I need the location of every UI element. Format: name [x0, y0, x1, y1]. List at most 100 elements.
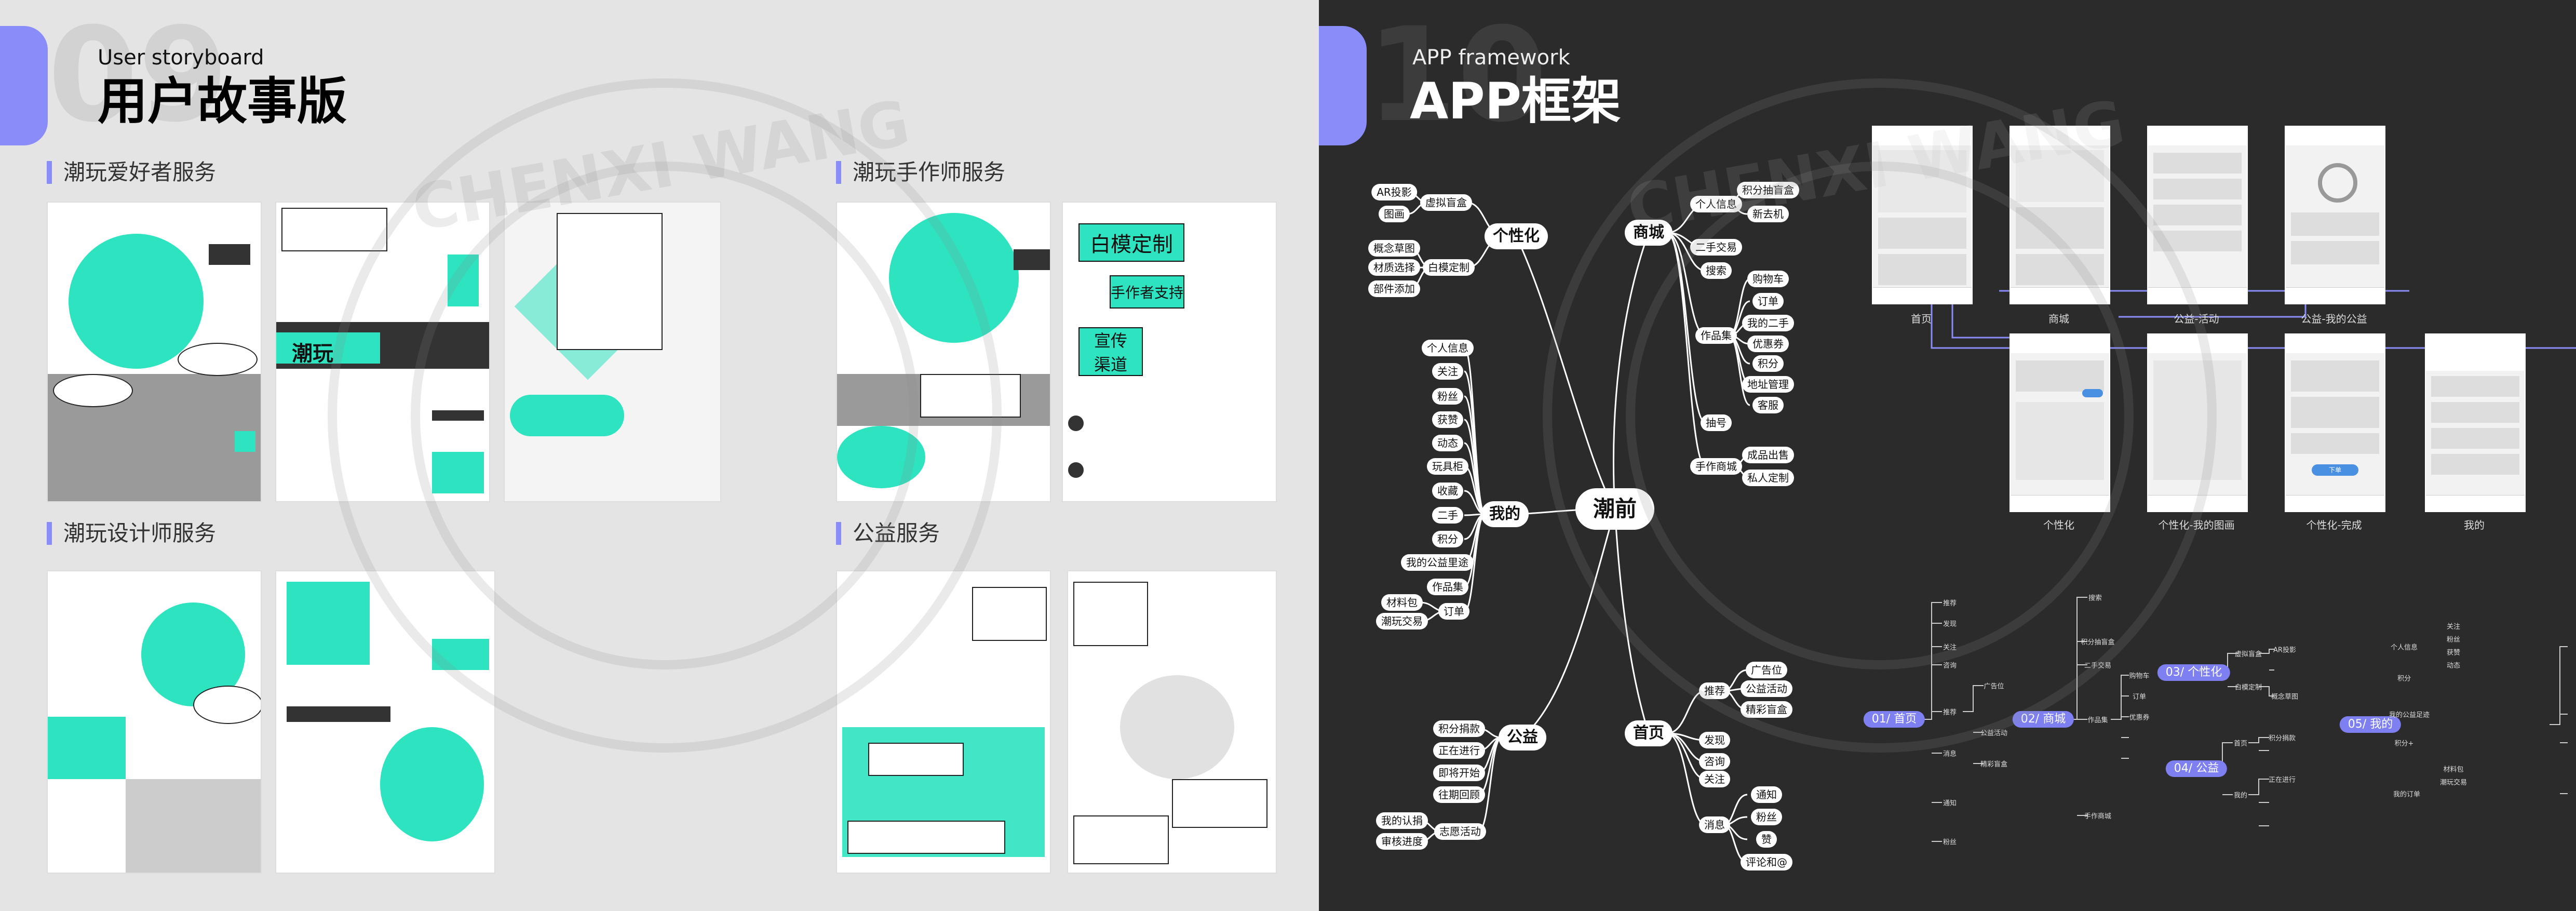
mindmap-node: 积分	[1432, 531, 1463, 547]
screen-caption: 公益-活动	[2174, 313, 2219, 325]
storyboard-panel: 白模定制 手作者支持 宣传 渠道	[1062, 202, 1277, 502]
storyboard-panel	[836, 202, 1051, 502]
screen-caption: 公益-我的公益	[2301, 313, 2367, 325]
mindmap-node: 积分捐款	[1433, 720, 1485, 737]
flow-detail: 潮玩交易	[2439, 779, 2467, 787]
mindmap-node: 关注	[1699, 771, 1730, 787]
mindmap-node: 虚拟盲盒	[1420, 194, 1472, 211]
flow-detail: 我的订单	[2393, 791, 2421, 799]
mindmap-node: 消息	[1699, 816, 1730, 833]
section-label: 潮玩设计师服务	[63, 520, 217, 546]
mindmap-root: 潮前	[1575, 488, 1655, 530]
page-subtitle: APP framework	[1412, 46, 1570, 70]
mindmap-node: 新去机	[1747, 206, 1789, 222]
mindmap-node: 订单	[1438, 603, 1469, 620]
section-number: 10	[1367, 0, 1547, 151]
order-button[interactable]: 下单	[2312, 464, 2358, 476]
storyboard-panel: 潮玩	[275, 202, 490, 502]
mindmap-node: 收藏	[1432, 483, 1463, 499]
storyboard-panel	[47, 202, 262, 502]
section-label: 潮玩手作师服务	[853, 159, 1006, 185]
flow-node-charity: 04/ 公益	[2165, 760, 2228, 777]
mindmap-node: 积分	[1752, 355, 1784, 372]
section-bar	[47, 161, 52, 184]
mindmap-node: 公益活动	[1741, 680, 1792, 697]
mindmap-node: 材质选择	[1368, 259, 1420, 276]
branch-node: 我的	[1481, 501, 1529, 527]
mindmap-node: 二手交易	[1690, 239, 1742, 256]
section-label: 潮玩爱好者服务	[63, 159, 217, 185]
mindmap-node: 动态	[1432, 435, 1463, 451]
mindmap-node: 地址管理	[1742, 376, 1794, 393]
screen-thumbnail	[2425, 333, 2526, 512]
flow-detail: 积分捐款	[2268, 734, 2296, 743]
screen-thumbnail	[2009, 333, 2110, 512]
mindmap-node: 粉丝	[1432, 388, 1463, 405]
flow-detail: 推荐	[1943, 708, 1957, 717]
mindmap-node: 我的认捐	[1376, 812, 1428, 829]
branch-node: 首页	[1625, 720, 1673, 746]
flow-detail: 通知	[1943, 799, 1957, 808]
flow-detail: 关注	[2446, 623, 2461, 631]
mindmap-node: 粉丝	[1751, 809, 1782, 825]
mindmap-node: 个人信息	[1422, 340, 1474, 356]
mindmap-node: 材料包	[1381, 594, 1423, 611]
flow-detail: 手作商城	[2084, 812, 2112, 821]
mindmap-node: 抽号	[1701, 414, 1732, 431]
mindmap-node: 图画	[1379, 206, 1410, 222]
screen-thumbnail	[2147, 126, 2248, 304]
screen-thumbnail	[1872, 126, 1973, 304]
flow-detail: 积分+	[2394, 740, 2414, 748]
flow-detail: 白模定制	[2234, 684, 2262, 692]
section-bar	[836, 161, 841, 184]
flow-detail: 订单	[2132, 693, 2147, 701]
flow-detail: 粉丝	[1943, 838, 1957, 847]
mindmap-node: 推荐	[1699, 682, 1730, 699]
flow-detail: 积分抽盲盒	[2081, 638, 2115, 647]
screen-caption: 商城	[2048, 313, 2069, 325]
flow-detail: 正在进行	[2268, 776, 2296, 784]
comic-text: 潮玩	[292, 342, 333, 366]
flow-detail: 我的	[2233, 792, 2248, 800]
screen-thumbnail	[2285, 126, 2385, 304]
mindmap-node: 我的二手	[1742, 315, 1794, 331]
flow-node-home: 01/ 首页	[1863, 711, 1925, 728]
flow-detail: AR投影	[2273, 646, 2296, 654]
section-bar	[836, 522, 841, 545]
flow-node-custom: 03/ 个性化	[2157, 664, 2231, 681]
mindmap-node: 发现	[1699, 732, 1730, 748]
flow-detail: 我的公益足迹	[2389, 711, 2430, 719]
flow-detail: 积分	[2397, 675, 2411, 683]
flow-detail: 公益活动	[1980, 729, 2008, 738]
comic-text-artist-support: 手作者支持	[1110, 275, 1184, 309]
flow-detail: 购物车	[2129, 672, 2150, 680]
section-bar	[47, 522, 52, 545]
flow-detail: 广告位	[1984, 682, 2004, 691]
storyboard-page: 09 User storyboard 用户故事版 潮玩爱好者服务 潮玩手作师服务…	[0, 0, 1319, 911]
flow-detail: 获赞	[2446, 649, 2461, 657]
mindmap-node: 往期回顾	[1433, 786, 1485, 803]
mindmap-node: 个人信息	[1690, 196, 1742, 212]
mindmap-node: 作品集	[1427, 579, 1468, 595]
mindmap-node: 二手	[1432, 507, 1463, 524]
flow-detail: 优惠券	[2129, 714, 2150, 722]
screen-caption: 个性化	[2043, 519, 2074, 531]
mindmap-node: 赞	[1756, 831, 1777, 848]
app-framework-page: 10 APP framework APP框架	[1319, 0, 2576, 911]
flow-detail: 关注	[1943, 644, 1957, 652]
comic-text-white-model: 白模定制	[1078, 223, 1184, 262]
mindmap-node: 订单	[1752, 293, 1784, 310]
mindmap-node: 评论和@	[1741, 854, 1792, 870]
mindmap-node: 潮玩交易	[1376, 613, 1428, 629]
flow-detail: 个人信息	[2390, 644, 2418, 652]
branch-node: 商城	[1625, 220, 1673, 246]
mindmap-node: 精彩盲盒	[1741, 701, 1792, 718]
storyboard-panel	[1067, 570, 1277, 874]
screen-caption: 个性化-完成	[2306, 519, 2362, 531]
flow-detail: 动态	[2446, 662, 2461, 670]
flow-detail: 粉丝	[2446, 636, 2461, 644]
flow-node-mine: 05/ 我的	[2339, 716, 2402, 733]
page-subtitle: User storyboard	[98, 46, 264, 70]
mindmap-node: 获赞	[1432, 411, 1463, 428]
mindmap-node: 购物车	[1747, 271, 1789, 287]
